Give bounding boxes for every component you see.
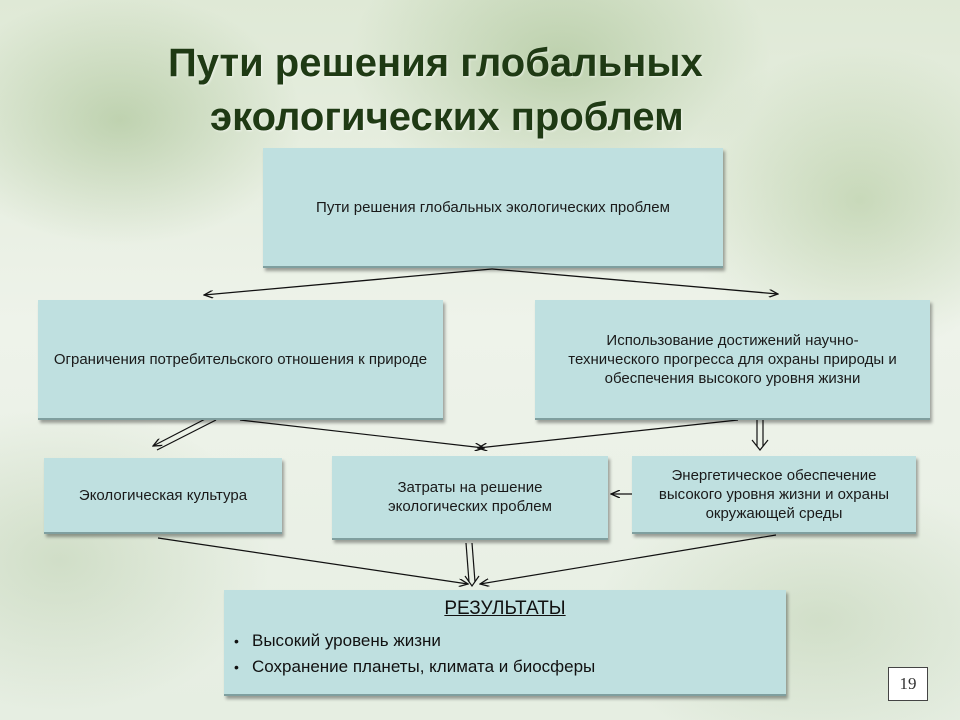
- results-heading: РЕЗУЛЬТАТЫ: [444, 598, 566, 619]
- box-right-progress: Использование достижений научно-техничес…: [535, 300, 930, 420]
- box-culture-label: Экологическая культура: [78, 486, 248, 504]
- arrow-right-to-energy-head: [751, 439, 769, 451]
- arrow-top-to-left: [204, 268, 493, 295]
- box-right-label: Использование достижений научно-техничес…: [568, 331, 897, 387]
- results-item: • Высокий уровень жизни: [234, 628, 595, 654]
- arrow-left-to-costs: [239, 419, 484, 448]
- results-box: РЕЗУЛЬТАТЫ • Высокий уровень жизни • Сохра…: [224, 590, 786, 696]
- box-culture: Экологическая культура: [44, 458, 282, 534]
- results-item-text: Сохранение планеты, климата и биосферы: [252, 657, 596, 676]
- arrow-left-to-culture-a: [156, 419, 217, 451]
- arrow-right-to-costs: [478, 419, 739, 448]
- box-costs-label: Затраты на решение экологических проблем: [388, 479, 552, 515]
- arrow-energy-to-results: [480, 534, 777, 584]
- page-title: Пути решения глобальных экологических пр…: [140, 36, 840, 144]
- box-left-label: Ограничения потребительского отношения к…: [53, 350, 428, 368]
- arrow-costs-to-results-b: [471, 542, 476, 583]
- page-number: 19: [888, 667, 928, 701]
- box-costs: Затраты на решение экологических проблем: [332, 456, 608, 540]
- results-item: • Сохранение планеты, климата и биосферы: [234, 654, 595, 680]
- arrow-left-to-culture-b: [153, 415, 212, 446]
- arrow-costs-to-results-a: [465, 542, 470, 583]
- arrow-top-to-right: [491, 268, 778, 294]
- results-item-text: Высокий уровень жизни: [252, 631, 441, 650]
- box-energy-label: Энергетическое обеспечение высокого уров…: [658, 466, 890, 522]
- results-list: • Высокий уровень жизни • Сохранение плане…: [234, 628, 595, 680]
- box-top-main: Пути решения глобальных экологических пр…: [263, 148, 723, 268]
- box-energy: Энергетическое обеспечение высокого уров…: [632, 456, 916, 534]
- arrow-costs-to-results-head: [464, 575, 480, 588]
- bullet-icon: •: [234, 633, 239, 649]
- arrow-culture-to-results: [157, 537, 468, 584]
- bullet-icon: •: [234, 659, 239, 675]
- box-left-consumption: Ограничения потребительского отношения к…: [38, 300, 443, 420]
- title-line-1: Пути решения глобальных: [168, 41, 703, 85]
- title-line-2: экологических проблем: [210, 95, 684, 139]
- box-top-label: Пути решения глобальных экологических пр…: [316, 198, 670, 216]
